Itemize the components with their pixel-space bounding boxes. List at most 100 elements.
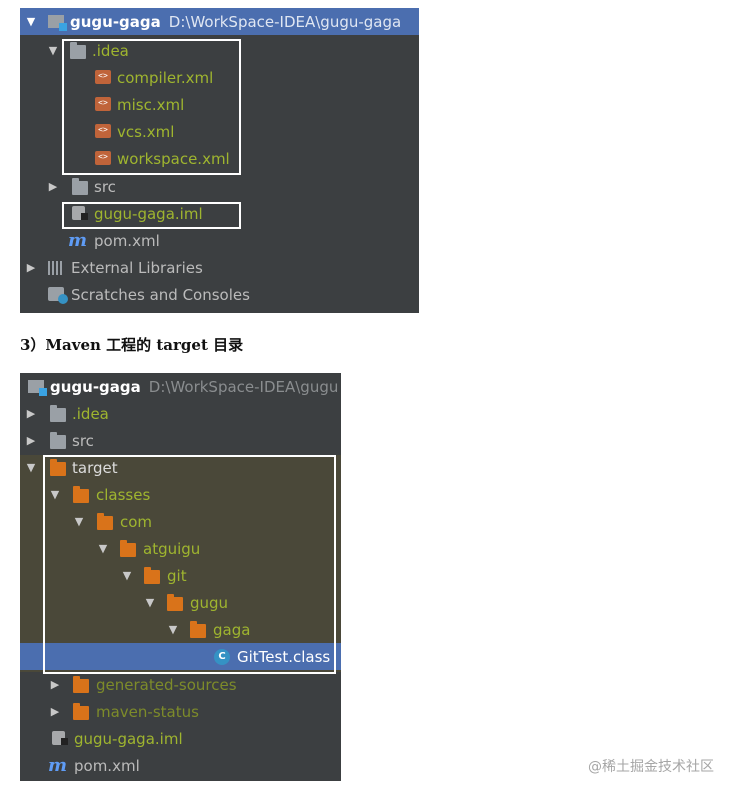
expand-arrow-icon[interactable]: ▼ xyxy=(145,596,155,609)
highlight-box-target xyxy=(43,455,336,674)
tree-item-iml[interactable]: gugu-gaga.iml xyxy=(20,200,419,227)
project-name: gugu-gaga xyxy=(70,12,161,31)
tree-item-label: .idea xyxy=(92,41,129,60)
tree-item-src[interactable]: ▶ src xyxy=(20,173,419,200)
collapse-arrow-icon[interactable]: ▶ xyxy=(26,434,36,447)
tree-item-gittest-class[interactable]: C GitTest.class xyxy=(20,643,341,670)
tree-item-generated-sources[interactable]: ▶ generated-sources xyxy=(20,671,341,698)
folder-icon xyxy=(73,703,89,720)
library-icon xyxy=(48,261,66,275)
folder-icon xyxy=(97,513,113,530)
tree-item-classes[interactable]: ▼ classes xyxy=(20,481,341,508)
tree-item-label: com xyxy=(120,512,153,531)
project-root-row[interactable]: gugu-gaga D:\WorkSpace-IDEA\gugu xyxy=(20,373,341,400)
tree-item-maven-status[interactable]: ▶ maven-status xyxy=(20,698,341,725)
tree-item-label: gugu xyxy=(190,593,229,612)
tree-item-label: Scratches and Consoles xyxy=(71,285,250,304)
tree-item-label: pom.xml xyxy=(74,756,140,775)
tree-item-com[interactable]: ▼ com xyxy=(20,508,341,535)
project-tree-panel-top: ▼ gugu-gaga D:\WorkSpace-IDEA\gugu-gaga ▼… xyxy=(20,8,419,313)
tree-item-idea[interactable]: ▶ .idea xyxy=(20,400,341,427)
folder-icon xyxy=(73,676,89,693)
tree-item-label: compiler.xml xyxy=(117,68,214,87)
expand-arrow-icon[interactable]: ▼ xyxy=(26,15,36,28)
expand-arrow-icon[interactable]: ▼ xyxy=(26,461,36,474)
maven-icon: m xyxy=(48,755,68,776)
tree-item-external-libraries[interactable]: ▶ External Libraries xyxy=(20,254,419,281)
tree-item-atguigu[interactable]: ▼ atguigu xyxy=(20,535,341,562)
tree-item-target[interactable]: ▼ target xyxy=(20,454,341,481)
expand-arrow-icon[interactable]: ▼ xyxy=(168,623,178,636)
collapse-arrow-icon[interactable]: ▶ xyxy=(48,180,58,193)
project-path: D:\WorkSpace-IDEA\gugu xyxy=(148,377,339,396)
collapse-arrow-icon[interactable]: ▶ xyxy=(50,678,60,691)
expand-arrow-icon[interactable]: ▼ xyxy=(50,488,60,501)
collapse-arrow-icon[interactable]: ▶ xyxy=(50,705,60,718)
tree-item-label: maven-status xyxy=(96,702,199,721)
tree-item-label: pom.xml xyxy=(94,231,160,250)
xml-file-icon xyxy=(95,124,111,138)
folder-icon xyxy=(120,540,136,557)
tree-item-label: generated-sources xyxy=(96,675,237,694)
watermark: @稀土掘金技术社区 xyxy=(588,759,714,775)
class-file-icon: C xyxy=(214,649,230,665)
tree-item-misc-xml[interactable]: misc.xml xyxy=(20,91,419,118)
project-icon xyxy=(48,15,67,31)
tree-item-label: .idea xyxy=(72,404,109,423)
tree-item-label: gugu-gaga.iml xyxy=(94,204,203,223)
xml-file-icon xyxy=(95,70,111,84)
tree-item-label: src xyxy=(72,431,94,450)
folder-icon xyxy=(144,567,160,584)
tree-item-label: src xyxy=(94,177,116,196)
tree-item-label: GitTest.class xyxy=(237,647,331,666)
iml-file-icon xyxy=(52,731,68,745)
tree-item-iml[interactable]: gugu-gaga.iml xyxy=(20,725,341,752)
project-path: D:\WorkSpace-IDEA\gugu-gaga xyxy=(168,12,402,31)
project-icon xyxy=(28,380,47,396)
iml-file-icon xyxy=(72,206,88,220)
tree-item-label: gaga xyxy=(213,620,251,639)
collapse-arrow-icon[interactable]: ▶ xyxy=(26,407,36,420)
highlight-box-iml xyxy=(62,202,241,229)
folder-icon xyxy=(50,459,66,476)
tree-item-label: vcs.xml xyxy=(117,122,175,141)
tree-item-label: External Libraries xyxy=(71,258,203,277)
tree-item-label: gugu-gaga.iml xyxy=(74,729,183,748)
tree-item-label: atguigu xyxy=(143,539,201,558)
highlight-box-idea xyxy=(62,39,241,175)
project-root-row[interactable]: ▼ gugu-gaga D:\WorkSpace-IDEA\gugu-gaga xyxy=(20,8,419,35)
expand-arrow-icon[interactable]: ▼ xyxy=(74,515,84,528)
folder-icon xyxy=(190,621,206,638)
expand-arrow-icon[interactable]: ▼ xyxy=(98,542,108,555)
folder-icon xyxy=(72,178,88,195)
tree-item-label: git xyxy=(167,566,187,585)
section-heading: 3）Maven 工程的 target 目录 xyxy=(20,336,244,354)
tree-item-gugu[interactable]: ▼ gugu xyxy=(20,589,341,616)
collapse-arrow-icon[interactable]: ▶ xyxy=(26,261,36,274)
tree-item-src[interactable]: ▶ src xyxy=(20,427,341,454)
tree-item-label: workspace.xml xyxy=(117,149,230,168)
folder-icon xyxy=(167,594,183,611)
tree-item-vcs-xml[interactable]: vcs.xml xyxy=(20,118,419,145)
tree-item-workspace-xml[interactable]: workspace.xml xyxy=(20,145,419,172)
tree-item-pom[interactable]: m pom.xml xyxy=(20,752,341,779)
tree-item-git[interactable]: ▼ git xyxy=(20,562,341,589)
tree-item-idea[interactable]: ▼ .idea xyxy=(20,37,419,64)
expand-arrow-icon[interactable]: ▼ xyxy=(122,569,132,582)
scratches-icon xyxy=(48,287,68,304)
xml-file-icon xyxy=(95,97,111,111)
folder-icon xyxy=(50,432,66,449)
tree-item-scratches[interactable]: Scratches and Consoles xyxy=(20,281,419,308)
tree-item-label: target xyxy=(72,458,118,477)
tree-item-label: classes xyxy=(96,485,151,504)
project-name: gugu-gaga xyxy=(50,377,141,396)
tree-item-compiler-xml[interactable]: compiler.xml xyxy=(20,64,419,91)
folder-icon xyxy=(70,42,86,59)
maven-icon: m xyxy=(68,230,88,251)
folder-icon xyxy=(50,405,66,422)
tree-item-label: misc.xml xyxy=(117,95,185,114)
expand-arrow-icon[interactable]: ▼ xyxy=(48,44,58,57)
tree-item-pom[interactable]: m pom.xml xyxy=(20,227,419,254)
tree-item-gaga[interactable]: ▼ gaga xyxy=(20,616,341,643)
